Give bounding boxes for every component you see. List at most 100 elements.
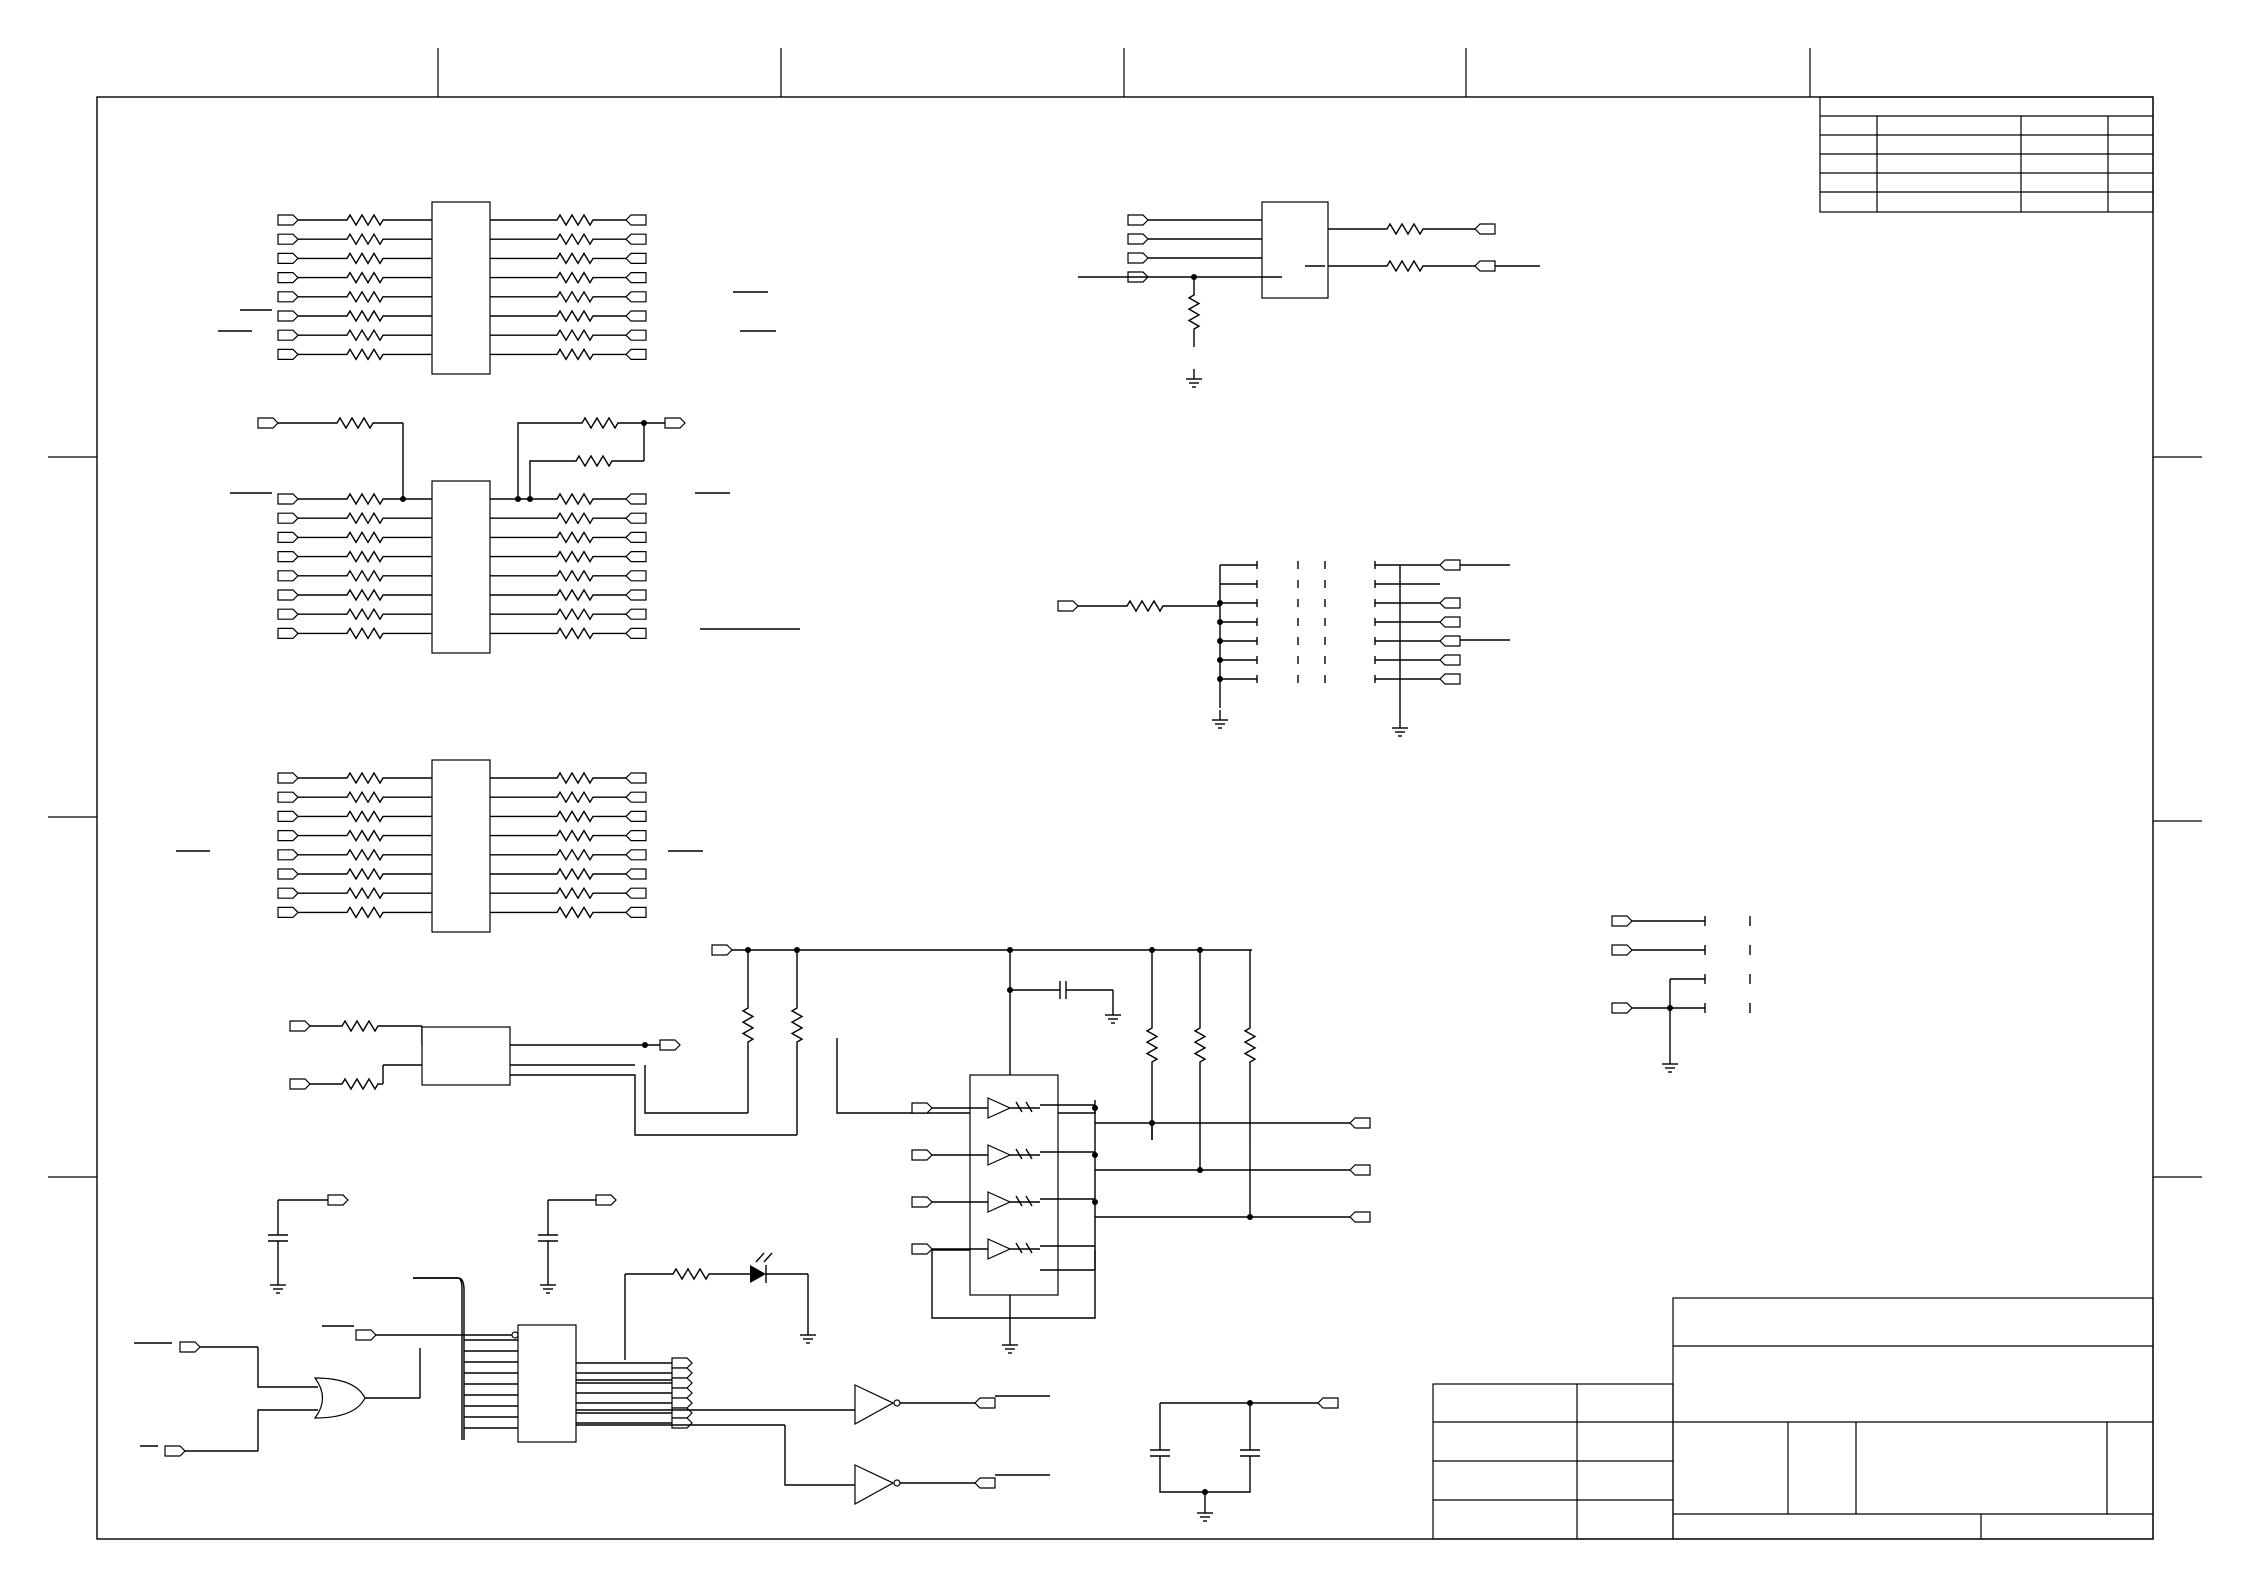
resistor	[545, 906, 605, 919]
resistor	[545, 810, 605, 823]
junction-dot	[527, 496, 533, 502]
resistor	[335, 569, 395, 583]
net-port	[911, 1196, 933, 1208]
net-port	[625, 550, 647, 563]
net-port	[625, 310, 647, 322]
ic-chip	[1261, 201, 1329, 299]
net-port	[625, 531, 647, 544]
wire	[529, 460, 570, 499]
net-port	[277, 829, 299, 842]
net-port	[625, 291, 647, 303]
net-port	[277, 272, 299, 284]
inverter-symbol	[854, 1464, 895, 1506]
wire	[784, 1425, 855, 1486]
net-port	[277, 791, 299, 803]
led-arrow	[755, 1252, 765, 1263]
wire	[517, 422, 570, 499]
circuit-elements	[134, 201, 1751, 1522]
net-port	[277, 233, 299, 245]
relay-ic	[969, 1074, 1059, 1296]
resistor	[545, 607, 605, 621]
net-port	[911, 1243, 933, 1255]
resistor	[1120, 599, 1170, 613]
resistor	[335, 511, 395, 525]
net-port	[595, 1194, 617, 1206]
net-port	[277, 348, 299, 360]
resistor	[335, 810, 395, 823]
net-port	[1474, 223, 1496, 235]
net-port	[625, 627, 647, 640]
net-port	[277, 252, 299, 264]
buffer-symbol	[987, 1191, 1012, 1213]
resistor	[741, 950, 755, 1100]
junction-dot	[1217, 600, 1223, 606]
net-port	[1611, 1002, 1633, 1014]
net-port	[625, 512, 647, 524]
net-port	[277, 291, 299, 303]
net-port	[625, 772, 647, 784]
resistor	[790, 950, 804, 1100]
inverter-bubble	[511, 1331, 519, 1339]
resistor	[545, 309, 605, 323]
net-port	[1127, 214, 1149, 226]
junction-dot	[515, 496, 521, 502]
resistor	[545, 550, 605, 563]
resistor	[335, 531, 395, 544]
resistor	[666, 1267, 716, 1281]
resistor	[545, 569, 605, 583]
revision-table	[1819, 96, 2154, 213]
net-port	[671, 1417, 693, 1429]
resistor	[335, 790, 395, 804]
switch-lead	[1015, 1148, 1023, 1160]
net-port	[671, 1387, 693, 1399]
net-port	[257, 417, 279, 429]
net-port	[625, 570, 647, 582]
resistor	[335, 232, 395, 246]
logic-ic	[421, 1026, 511, 1086]
resistor	[335, 607, 395, 621]
resistor	[335, 829, 395, 842]
resistor	[1243, 950, 1257, 1140]
resistor	[545, 213, 605, 227]
net-port	[1439, 654, 1461, 666]
net-port	[1127, 233, 1149, 245]
net-port	[277, 608, 299, 620]
net-port	[671, 1377, 693, 1389]
junction-dot	[400, 496, 406, 502]
net-port	[625, 868, 647, 880]
net-port	[277, 849, 299, 861]
net-port	[1317, 1397, 1339, 1409]
resistor	[545, 328, 605, 342]
resistor	[570, 454, 618, 468]
resistor	[545, 886, 605, 900]
net-port	[1439, 597, 1461, 609]
switch-lead	[1025, 1242, 1033, 1254]
net-port	[1611, 915, 1633, 927]
resistor	[545, 627, 605, 640]
resistor	[335, 271, 395, 284]
junction-dot	[1217, 638, 1223, 644]
net-port	[625, 791, 647, 803]
ic-chip	[431, 201, 491, 375]
resistor	[545, 290, 605, 304]
switch-lead	[1025, 1101, 1033, 1113]
net-port	[355, 1329, 377, 1341]
resistor	[335, 213, 395, 227]
switch-lead	[1025, 1148, 1033, 1160]
net-port	[277, 531, 299, 544]
net-port	[1611, 944, 1633, 956]
net-port	[625, 887, 647, 899]
net-port	[277, 589, 299, 601]
net-port	[625, 214, 647, 226]
net-port	[277, 214, 299, 226]
resistor	[335, 550, 395, 563]
resistor	[545, 271, 605, 284]
wire	[257, 1409, 318, 1451]
net-port	[625, 493, 647, 505]
resistor	[545, 848, 605, 862]
inverter-bubble	[893, 1479, 901, 1487]
wire	[257, 1347, 318, 1388]
net-port	[277, 329, 299, 341]
